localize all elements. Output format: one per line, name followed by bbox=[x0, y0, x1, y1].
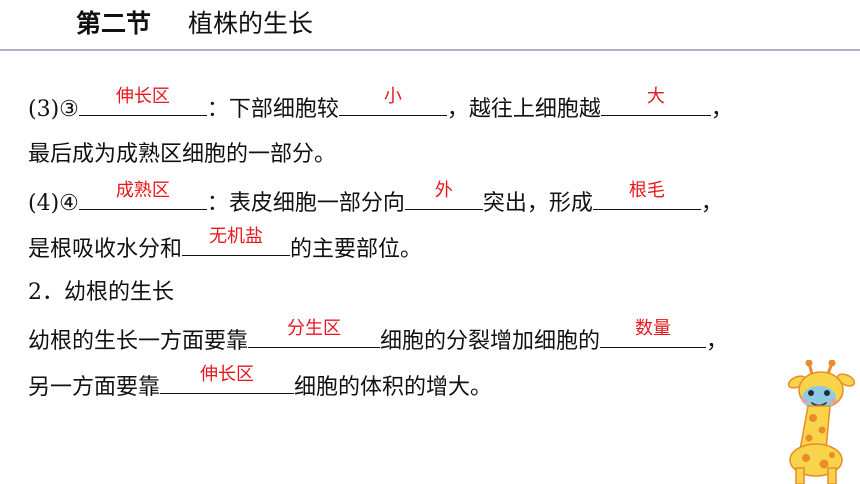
item3-text2: ，越往上细胞越 bbox=[446, 97, 601, 122]
item4-line2-prefix: 是根吸收水分和 bbox=[28, 237, 183, 262]
section2-line1: 幼根的生长一方面要靠 分生区细胞的分裂增加细胞的 数量 ， bbox=[28, 319, 729, 356]
blank-item3-1: 伸长区 bbox=[78, 87, 207, 116]
answer-item4-3: 根毛 bbox=[628, 180, 665, 201]
blank-section2-1: 分生区 bbox=[248, 319, 381, 348]
blank-section2-3: 伸长区 bbox=[160, 365, 295, 394]
section2-line2: 另一方面要靠 伸长区细胞的体积的增大。 bbox=[28, 365, 493, 402]
item3-text3: ， bbox=[710, 97, 733, 122]
blank-item4-1: 成熟区 bbox=[78, 181, 207, 210]
blank-item4-2: 外 bbox=[404, 181, 483, 210]
item3-text1: ：下部细胞较 bbox=[206, 97, 339, 122]
section2-line1-prefix: 幼根的生长一方面要靠 bbox=[28, 329, 249, 354]
answer-section2-3: 伸长区 bbox=[200, 364, 255, 385]
giraffe-icon bbox=[787, 360, 856, 484]
section2-line1-suffix: ， bbox=[706, 329, 729, 354]
blank-item4-4: 无机盐 bbox=[182, 227, 291, 256]
answer-item4-2: 外 bbox=[434, 180, 453, 201]
answer-item3-3: 大 bbox=[646, 86, 665, 107]
answer-item4-1: 成熟区 bbox=[115, 180, 170, 201]
item4-prefix: (4)④ bbox=[28, 191, 79, 216]
section2-line2-suffix: 细胞的体积的增大。 bbox=[294, 375, 493, 400]
item3-line1: (3)③ 伸长区 ：下部细胞较 小 ，越往上细胞越 大 ， bbox=[28, 87, 733, 124]
blank-item3-2: 小 bbox=[338, 87, 447, 116]
answer-item4-4: 无机盐 bbox=[209, 226, 264, 247]
blank-item4-3: 根毛 bbox=[592, 181, 701, 210]
item4-text1: ：表皮细胞一部分向 bbox=[206, 191, 405, 216]
item4-text2: 突出，形成 bbox=[482, 191, 593, 216]
item4-text3: ， bbox=[700, 191, 723, 216]
section2-line1-mid: 细胞的分裂增加细胞的 bbox=[380, 329, 601, 354]
answer-section2-1: 分生区 bbox=[287, 318, 342, 339]
section2-line2-prefix: 另一方面要靠 bbox=[28, 375, 161, 400]
item4-line2: 是根吸收水分和 无机盐的主要部位。 bbox=[28, 227, 423, 264]
title-bar: 第二节 植株的生长 bbox=[0, 0, 860, 45]
answer-section2-2: 数量 bbox=[635, 318, 672, 339]
section-title: 植株的生长 bbox=[188, 9, 314, 38]
answer-item3-1: 伸长区 bbox=[115, 86, 170, 107]
item4-line2-suffix: 的主要部位。 bbox=[290, 237, 423, 262]
answer-item3-2: 小 bbox=[383, 86, 402, 107]
blank-item3-3: 大 bbox=[600, 87, 711, 116]
section2-heading: 2．幼根的生长 bbox=[28, 280, 174, 305]
item3-line2: 最后成为成熟区细胞的一部分。 bbox=[28, 142, 337, 167]
section-number: 第二节 bbox=[76, 9, 152, 38]
blank-section2-2: 数量 bbox=[600, 319, 707, 348]
item4-line1: (4)④ 成熟区 ：表皮细胞一部分向 外突出，形成 根毛 ， bbox=[28, 181, 723, 218]
item3-prefix: (3)③ bbox=[28, 97, 79, 122]
title-divider bbox=[0, 49, 860, 51]
